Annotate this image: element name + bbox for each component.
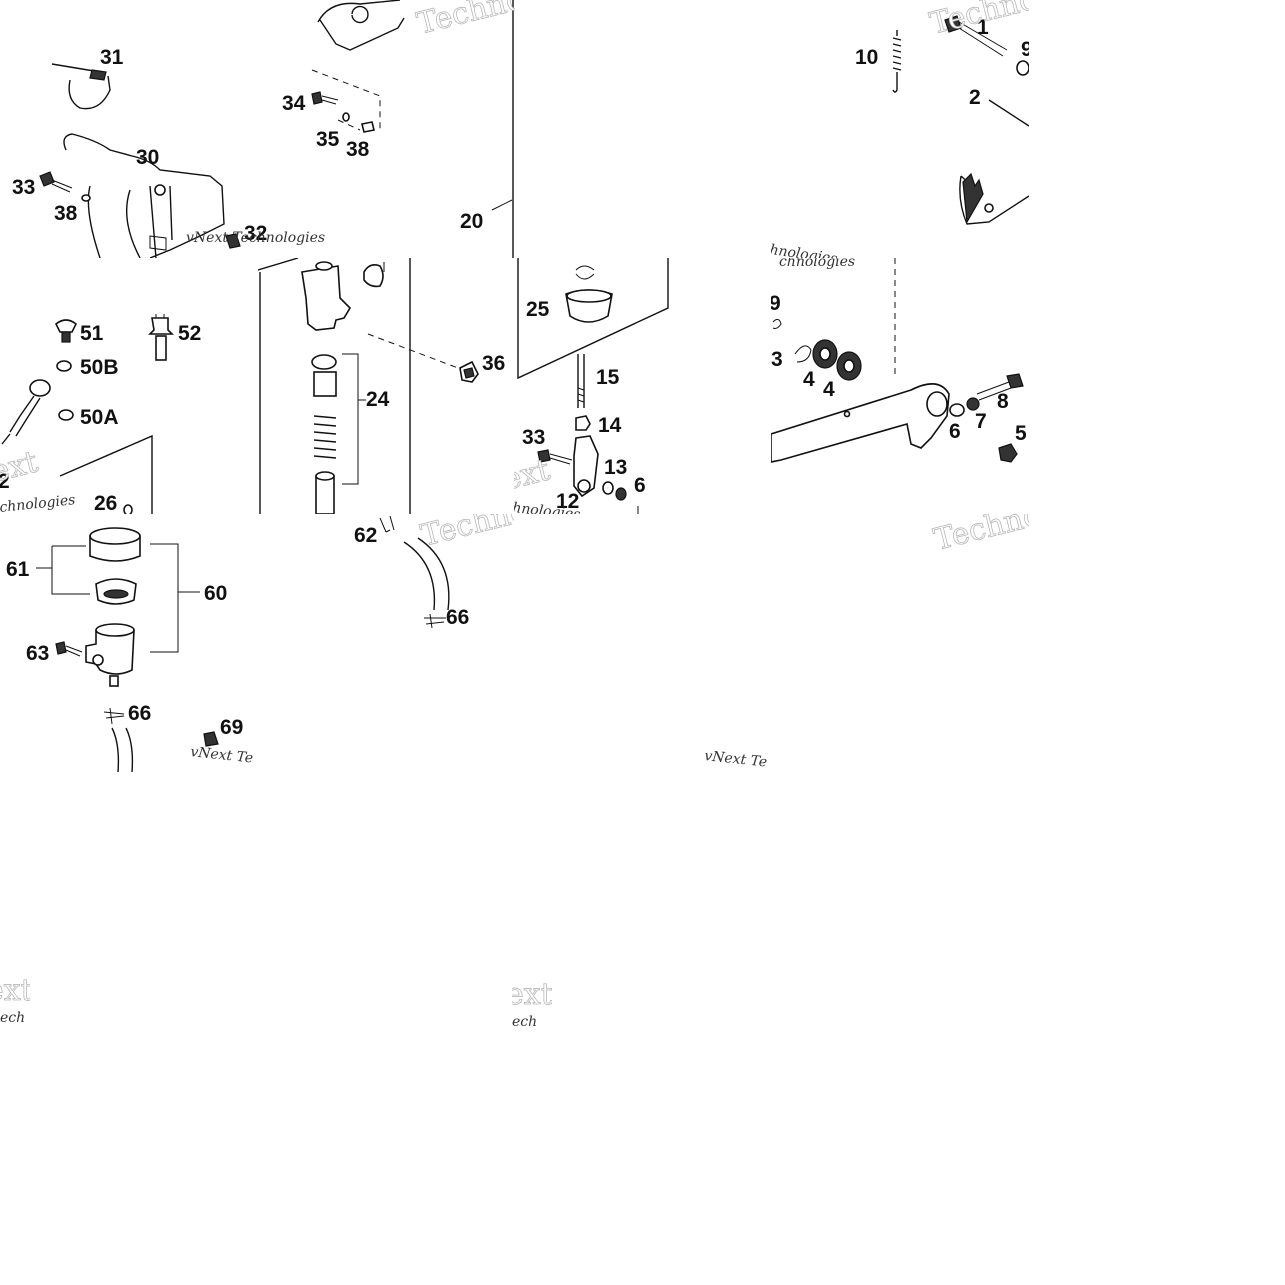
callout-label: 31 (100, 46, 124, 69)
callout-label: 50A (80, 406, 119, 429)
callout-label: 26 (94, 492, 117, 514)
callout-label: 12 (556, 490, 579, 513)
callout-label: 2 (0, 470, 10, 493)
callout-label: 38 (54, 202, 78, 225)
callout-label: 10 (855, 46, 878, 69)
watermark-fragment: ext ech (512, 982, 552, 1036)
watermark-text: vNext Te (190, 744, 254, 766)
watermark-text: ech (0, 1010, 25, 1026)
callout-label: 4 (823, 378, 835, 401)
callout-label: 35 (316, 128, 340, 151)
callout-label: 61 (6, 558, 30, 581)
callout-label: 25 (526, 298, 550, 321)
callout-label: 66 (128, 702, 151, 725)
nut-36: 36 (444, 340, 514, 396)
callout-label: 14 (598, 414, 622, 437)
diagram-tile-master-cylinder: 24 (258, 258, 514, 514)
callout-label: 6 (634, 474, 646, 497)
housing-shape (317, 0, 405, 51)
watermark-text: chnologies (0, 492, 76, 514)
callout-label: 4 (803, 368, 815, 391)
callout-label: 30 (136, 146, 159, 169)
callout-label: 15 (596, 366, 620, 389)
master-cylinder-body-shape (301, 265, 352, 331)
callout-label: 5 (1015, 422, 1027, 445)
callout-label: 24 (366, 388, 390, 411)
diagram-tile-pushrod: 25 15 14 33 13 6 12 ext hnologies (514, 258, 770, 514)
vent-hose-shape (403, 537, 450, 611)
diagram-tile-brake-pedal: 9 3 4 4 8 7 6 5 chnologies (771, 258, 1029, 514)
cable-tie-shape (51, 63, 111, 110)
callout-label: 20 (460, 210, 483, 233)
callout-label: 8 (997, 390, 1009, 413)
callout-label: 9 (1021, 38, 1029, 61)
diagram-tile-empty-right: Techno (771, 514, 1029, 772)
watermark-text: vNext Te (704, 748, 768, 770)
callout-label: 3 (771, 348, 783, 371)
callout-label: 62 (354, 524, 377, 547)
callout-label: 52 (178, 322, 201, 345)
callout-label: 38 (346, 138, 370, 161)
diagram-tile-banjo: 51 52 50B 50A 2 26 ext chnologies (0, 258, 258, 514)
brake-pedal-arm-shape (771, 383, 950, 463)
callout-label: 63 (26, 642, 49, 665)
watermark-fragment: ext ech (0, 978, 30, 1032)
callout-label: 32 (244, 222, 267, 245)
callout-label: 9 (771, 292, 781, 315)
callout-label: 33 (12, 176, 35, 199)
diagram-tile-spring: 10 1 9 2 Technologies vNext Technologies (771, 0, 1029, 258)
watermark-text: Technologies (413, 0, 515, 42)
callout-label: 13 (604, 456, 627, 479)
callout-label: 2 (969, 86, 981, 109)
callout-label: 7 (975, 410, 987, 433)
diagram-tile-hose: 62 66 Technologies (258, 514, 514, 770)
callout-label: 51 (80, 322, 104, 345)
chain-guard-shape (63, 133, 225, 258)
callout-label: 1 (977, 16, 989, 39)
watermark-fragment: vNext Te (700, 738, 790, 788)
diagram-tile-chain-guard: 31 30 33 38 34 35 38 20 32 Technologies … (0, 0, 515, 258)
callout-label: 34 (282, 92, 306, 115)
callout-label: 60 (204, 582, 227, 605)
diagram-tile-reservoir: 61 60 63 66 69 vNext Te (0, 514, 258, 772)
callout-label: 66 (446, 606, 469, 629)
callout-label: 36 (482, 352, 505, 375)
watermark-text: ext (512, 982, 552, 1012)
watermark-text: ech (512, 1014, 537, 1030)
watermark-text: vNext Technologies (186, 230, 325, 246)
watermark-text: chnologies (779, 258, 855, 270)
watermark-text: Techno (930, 514, 1029, 558)
watermark-text: ext (0, 444, 41, 489)
spring-shape (892, 30, 902, 93)
watermark-text: vNext Technologies (771, 232, 838, 258)
callout-label: 69 (220, 716, 243, 739)
watermark-text: Technologies (417, 514, 514, 554)
callout-label: 6 (949, 420, 961, 443)
watermark-text: ext (0, 978, 30, 1008)
callout-label: 50B (80, 356, 119, 379)
callout-label: 33 (522, 426, 545, 449)
brake-hose-shape (1, 395, 41, 445)
